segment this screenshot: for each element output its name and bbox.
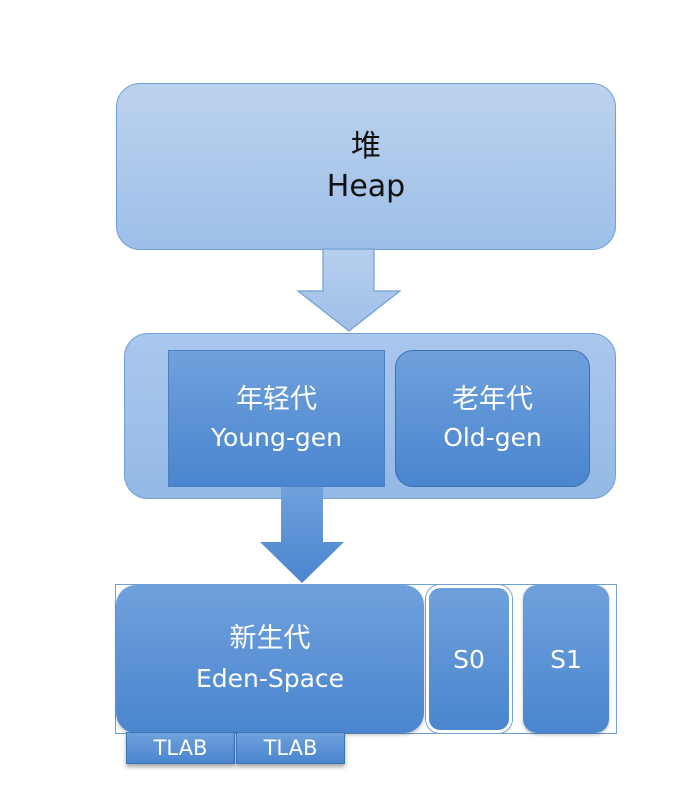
eden-space-box: 新生代 Eden-Space: [116, 585, 424, 733]
heap-to-generations-arrow: [296, 248, 402, 332]
heap-label-en: Heap: [326, 168, 406, 204]
young-gen-label-zh: 年轻代: [236, 383, 317, 415]
young-to-eden-arrow: [260, 487, 344, 583]
tlab-label: TLAB: [153, 736, 208, 760]
survivor-s0-label: S0: [453, 644, 485, 674]
heap-box: 堆 Heap: [116, 83, 616, 250]
eden-label-zh: 新生代: [229, 623, 311, 654]
old-gen-box: 老年代 Old-gen: [395, 350, 590, 487]
young-gen-label-en: Young-gen: [211, 422, 342, 452]
survivor-s0-box: S0: [426, 585, 512, 733]
heap-label-zh: 堆: [351, 128, 381, 164]
tlab-label: TLAB: [263, 736, 318, 760]
old-gen-label-zh: 老年代: [452, 383, 533, 415]
survivor-s1-box: S1: [523, 585, 609, 733]
eden-label-en: Eden-Space: [195, 664, 345, 693]
tlab-block: TLAB: [126, 732, 235, 764]
tlab-block: TLAB: [236, 732, 345, 764]
young-gen-detail-frame: [115, 584, 617, 734]
young-gen-box: 年轻代 Young-gen: [168, 350, 385, 487]
old-gen-label-en: Old-gen: [443, 422, 542, 452]
survivor-s1-label: S1: [550, 644, 582, 674]
